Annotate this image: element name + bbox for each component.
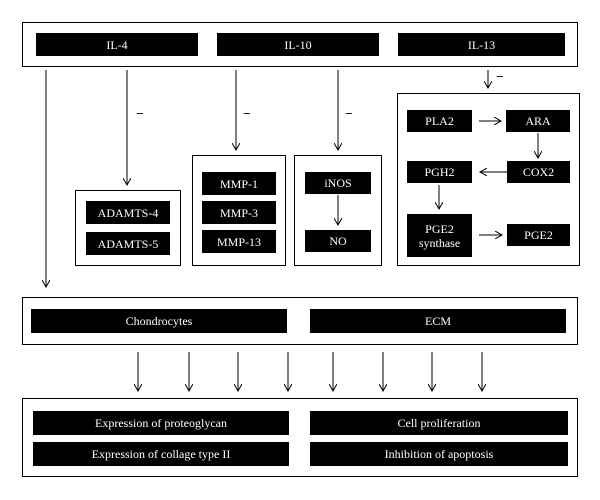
mmp3-box: MMP-3 <box>202 201 276 224</box>
inos-box: iNOS <box>305 172 371 194</box>
il4-box: IL-4 <box>36 33 198 56</box>
inhibit-sign-adamts: − <box>136 106 144 121</box>
il10-box: IL-10 <box>217 33 379 56</box>
cox2-box: COX2 <box>507 161 570 183</box>
collagen-box: Expression of collage type II <box>33 442 289 466</box>
inhibit-sign-mmp: − <box>243 106 251 121</box>
pge2-synthase-box: PGE2 synthase <box>407 214 472 257</box>
adamts5-box: ADAMTS-5 <box>86 232 170 255</box>
mmp1-box: MMP-1 <box>202 172 276 195</box>
mmp13-box: MMP-13 <box>202 230 276 253</box>
pge2-box: PGE2 <box>507 224 570 246</box>
chondrocytes-box: Chondrocytes <box>31 309 287 333</box>
inhibit-sign-inos: − <box>345 106 353 121</box>
pla2-box: PLA2 <box>407 110 472 132</box>
apoptosis-box: Inhibition of apoptosis <box>310 442 568 466</box>
adamts4-box: ADAMTS-4 <box>86 201 170 224</box>
inhibit-sign-il13: − <box>496 69 504 84</box>
pgh2-box: PGH2 <box>407 161 472 183</box>
proteoglycan-box: Expression of proteoglycan <box>33 411 289 435</box>
ara-box: ARA <box>506 110 570 132</box>
ecm-box: ECM <box>310 309 566 333</box>
proliferation-box: Cell proliferation <box>310 411 568 435</box>
no-box: NO <box>305 230 371 252</box>
il13-box: IL-13 <box>398 33 565 56</box>
